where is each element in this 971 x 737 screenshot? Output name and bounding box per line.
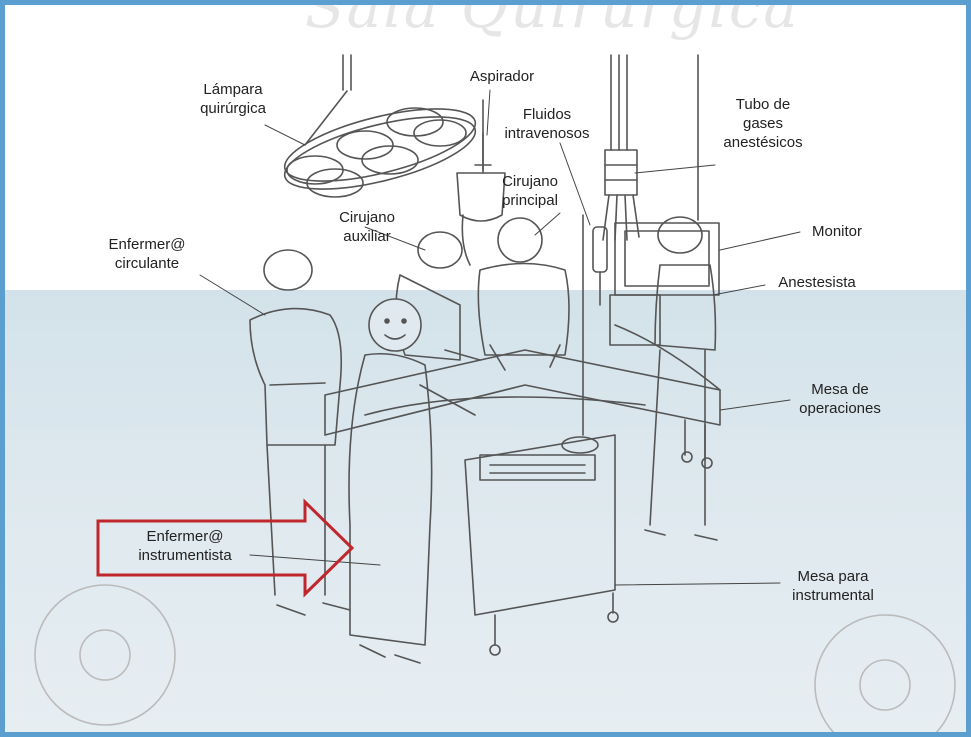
iv-fluids-stand — [583, 215, 607, 435]
label-instrument-table: Mesa parainstrumental — [792, 567, 874, 605]
surgical-lamp — [278, 91, 482, 204]
principal-surgeon-figure — [478, 218, 569, 370]
anesthetic-gas-column — [603, 150, 639, 240]
suction-canister — [457, 133, 505, 265]
label-operating-table: Mesa deoperaciones — [799, 380, 881, 418]
label-surgical-lamp: Lámparaquirúrgica — [200, 80, 266, 118]
operating-room-illustration — [5, 5, 966, 732]
label-monitor: Monitor — [812, 222, 862, 241]
label-anesthetist: Anestesista — [778, 273, 856, 292]
monitor-device — [610, 223, 719, 345]
label-scrub-nurse: Enfermer@instrumentista — [138, 527, 231, 565]
label-assistant-surgeon: Cirujanoauxiliar — [339, 208, 395, 246]
label-iv-fluids: Fluidosintravenosos — [504, 105, 589, 143]
instrument-cart — [465, 435, 618, 655]
label-circulating-nurse: Enfermer@circulante — [109, 235, 186, 273]
label-principal-surgeon: Cirujanoprincipal — [502, 172, 558, 210]
label-suction: Aspirador — [470, 67, 534, 86]
floor-details — [35, 585, 955, 732]
label-anesthetic-gas-tube: Tubo degasesanestésicos — [723, 95, 802, 152]
